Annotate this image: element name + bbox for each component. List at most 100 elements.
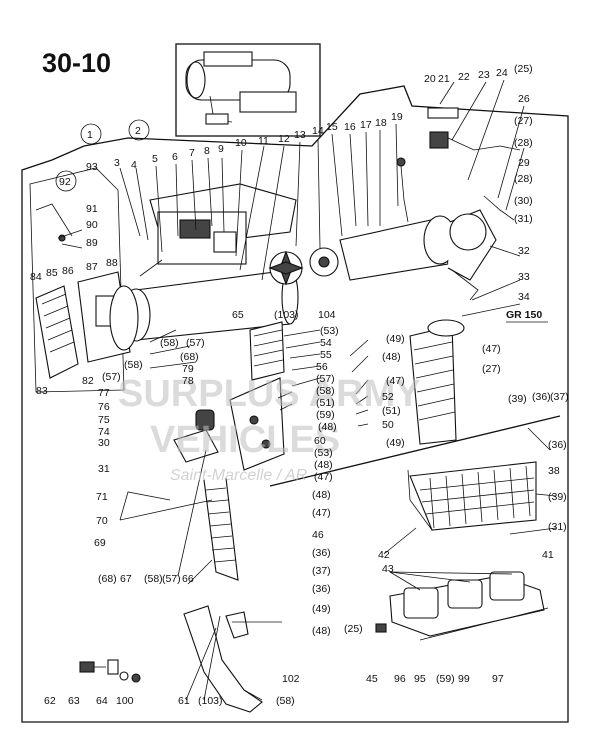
callout-label: (37) (312, 565, 331, 577)
callout-label: (49) (386, 437, 405, 449)
callout-label: (31) (548, 521, 567, 533)
callout-label: 56 (316, 361, 328, 373)
callout-label: 89 (86, 237, 98, 249)
callout-label: 77 (98, 387, 110, 399)
mesh-filter (249, 321, 285, 381)
callout-label: (28) (514, 173, 533, 185)
callout-label: 65 (232, 309, 244, 321)
callout-label: 92 (59, 176, 71, 188)
watermark-line2: VEHICLES (150, 419, 340, 461)
callout-label: (53) (320, 325, 339, 337)
callout-label: (48) (314, 459, 333, 471)
callout-circle-92 (55, 170, 77, 192)
callout-label: (53) (314, 447, 333, 459)
diagram-title: 30-10 (42, 48, 111, 78)
callout-label: (27) (482, 363, 501, 375)
callout-label: 85 (46, 267, 58, 279)
callout-label: 78 (182, 375, 194, 387)
watermark-line1: SURPLUS ARMY (118, 373, 421, 415)
callout-label: (58) (144, 573, 163, 585)
callout-label: 99 (458, 673, 470, 685)
callout-label: 69 (94, 537, 106, 549)
callout-label: 18 (375, 117, 387, 129)
callout-label: (49) (386, 333, 405, 345)
callout-label: 61 (178, 695, 190, 707)
callout-label: 66 (182, 573, 194, 585)
callout-label: 100 (116, 695, 134, 707)
callout-label: 42 (378, 549, 390, 561)
callout-label: 104 (318, 309, 336, 321)
callout-label: 15 (326, 121, 338, 133)
callout-label: 79 (182, 363, 194, 375)
callout-label: (57) (102, 371, 121, 383)
callout-label: 46 (312, 529, 324, 541)
top-right-parts (396, 107, 521, 223)
callout-label: 41 (542, 549, 554, 561)
callout-label: 88 (106, 257, 118, 269)
callout-label: 31 (98, 463, 110, 475)
callout-label: 8 (204, 145, 210, 157)
callout-labels: 1 2 3 4 5 6 7 8 9 10 11 12 13 14 15 16 1… (30, 63, 569, 707)
callout-label: 16 (344, 121, 356, 133)
callout-label: 67 (120, 573, 132, 585)
callout-label: 76 (98, 401, 110, 413)
callout-label: (47) (386, 375, 405, 387)
callout-label: (36) (532, 391, 551, 403)
callout-label: 11 (258, 135, 269, 147)
callout-label: 52 (382, 391, 394, 403)
callout-label: 29 (518, 157, 530, 169)
callout-label: (57) (316, 373, 335, 385)
callout-label: 75 (98, 414, 110, 426)
callout-label: 32 (518, 245, 530, 257)
callout-label: (59) (316, 409, 335, 421)
callout-label: (51) (382, 405, 401, 417)
callout-label: 82 (82, 375, 94, 387)
lower-duct-parts (183, 605, 263, 713)
callout-label: 34 (518, 291, 530, 303)
callout-label: 45 (366, 673, 378, 685)
callout-label: (27) (514, 115, 533, 127)
callout-label: 10 (235, 137, 247, 149)
callout-label: 2 (135, 125, 141, 137)
callout-label: 1 (87, 129, 93, 141)
callout-label: (47) (312, 507, 331, 519)
callout-label: (49) (312, 603, 331, 615)
callout-label: 62 (44, 695, 56, 707)
callout-label: 95 (414, 673, 426, 685)
callout-label: (68) (180, 351, 199, 363)
callout-label: 6 (172, 151, 178, 163)
callout-label: 13 (294, 129, 306, 141)
callout-label: 60 (314, 435, 326, 447)
callout-label: (30) (514, 195, 533, 207)
callout-label: (103) (198, 695, 223, 707)
callout-label: (36) (312, 583, 331, 595)
blower-housing (339, 209, 497, 301)
callout-label: (58) (316, 385, 335, 397)
callout-label: (47) (314, 471, 333, 483)
callout-label: 93 (86, 161, 98, 173)
outlet-grille (407, 461, 537, 531)
callout-label: 33 (518, 271, 530, 283)
callout-label: 38 (548, 465, 560, 477)
callout-label: 55 (320, 349, 332, 361)
callout-label: (58) (276, 695, 295, 707)
callout-label: (48) (312, 625, 331, 637)
callout-label: 23 (478, 69, 490, 81)
callout-label: (103) (274, 309, 299, 321)
inset-overview (175, 43, 321, 137)
callout-label: 86 (62, 265, 74, 277)
mounting-bracket (173, 377, 285, 471)
callout-label: 96 (394, 673, 406, 685)
callout-label: 24 (496, 67, 508, 79)
leader-lines (57, 79, 557, 701)
gr-label: GR 150 (506, 309, 542, 321)
callout-label: (58) (160, 337, 179, 349)
callout-label: (37) (550, 391, 569, 403)
callout-label: (57) (186, 337, 205, 349)
callout-label: 74 (98, 426, 110, 438)
main-frame (21, 85, 569, 723)
callout-label: 90 (86, 219, 98, 231)
callout-label: (48) (318, 421, 337, 433)
callout-label: 5 (152, 153, 158, 165)
